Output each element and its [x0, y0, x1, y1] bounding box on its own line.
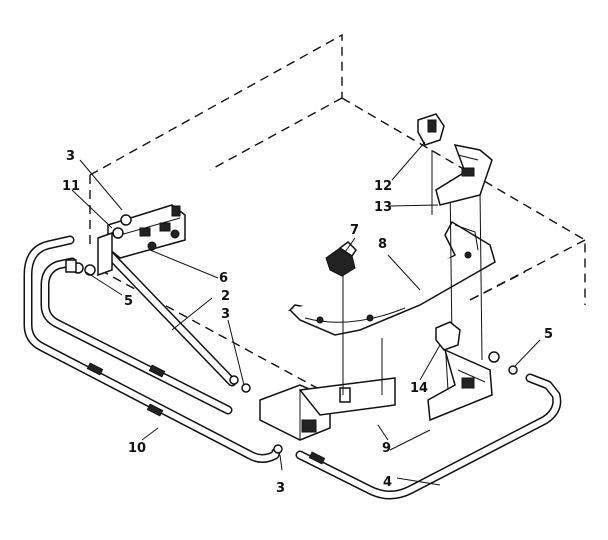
water-valve [229, 375, 396, 454]
callout-14: 14 [410, 381, 428, 396]
upper-right-bracket [417, 113, 493, 206]
assembly-guide-lines [342, 150, 483, 395]
ice-tray-shelf [287, 220, 496, 336]
callout-11: 11 [62, 179, 80, 194]
callout-leaders [71, 141, 541, 486]
callout-7: 7 [350, 223, 359, 238]
water-tube-assembly [23, 235, 562, 500]
lower-right-bracket [427, 321, 518, 422]
callout-3-bottom: 3 [276, 481, 285, 496]
fitting-part-7 [325, 241, 357, 277]
callout-6: 6 [219, 271, 228, 286]
callout-5-left: 5 [124, 294, 133, 309]
callout-5-right: 5 [544, 327, 553, 342]
callout-3-center: 3 [221, 307, 230, 322]
cabinet-outline [89, 33, 586, 396]
callout-8: 8 [378, 237, 387, 252]
callout-4: 4 [383, 475, 392, 490]
callout-12: 12 [374, 179, 392, 194]
callout-3-top-left: 3 [66, 149, 75, 164]
callout-13: 13 [374, 200, 392, 215]
callout-10: 10 [128, 441, 146, 456]
callout-labels: 3 11 6 2 5 3 7 8 12 13 5 14 9 10 3 4 [62, 149, 553, 496]
left-valve-bracket [65, 204, 186, 277]
callout-9: 9 [382, 441, 391, 456]
callout-2: 2 [221, 289, 230, 304]
